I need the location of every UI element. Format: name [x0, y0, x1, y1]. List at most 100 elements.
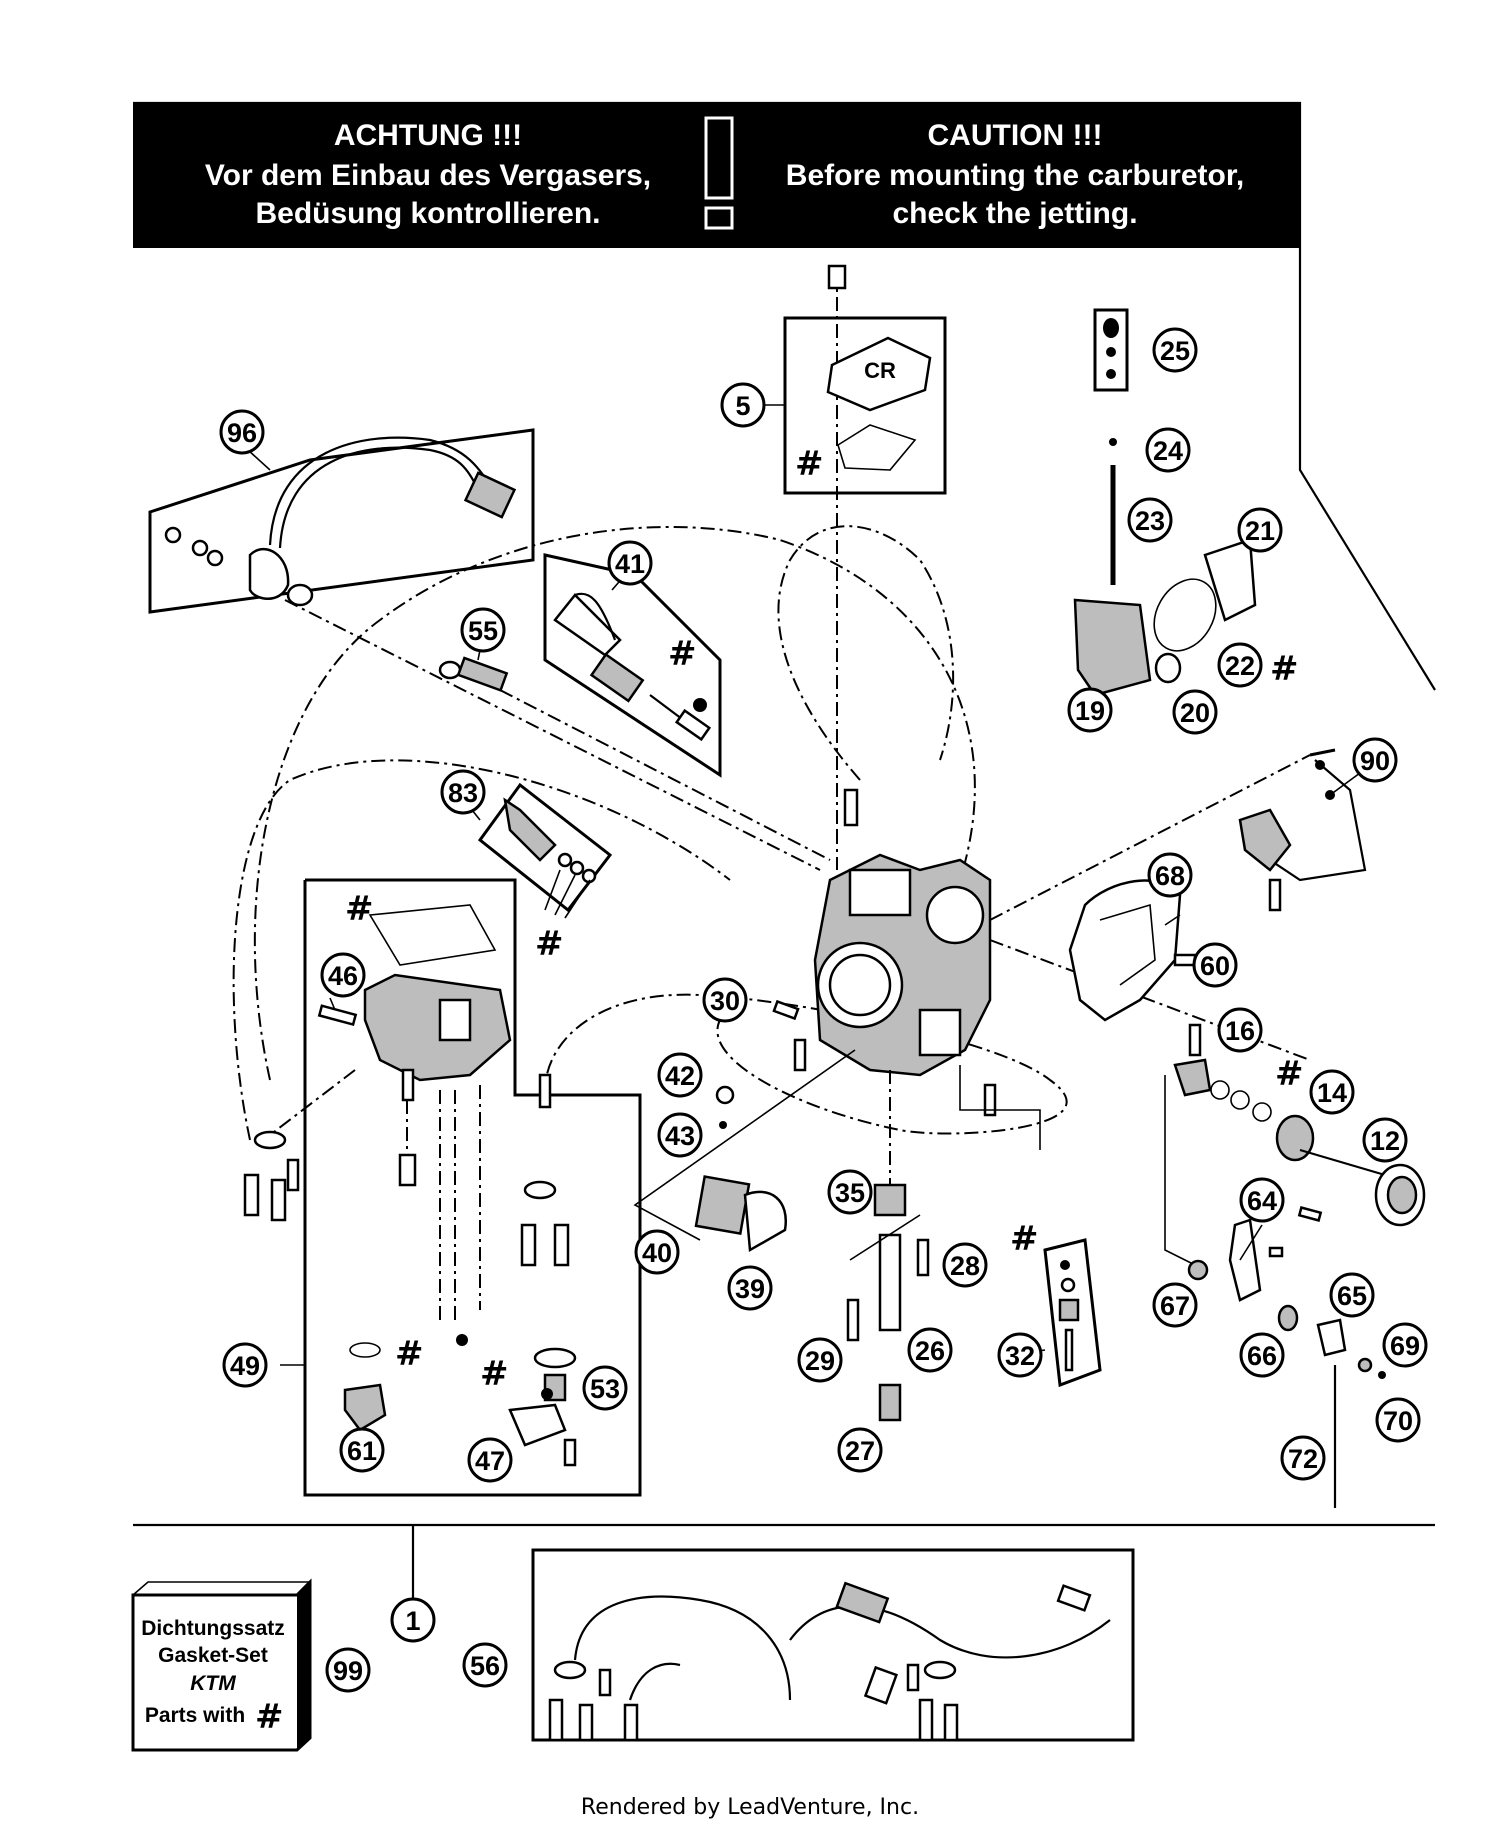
gasket-kit-line1: Dichtungssatz	[141, 1617, 285, 1640]
callout-96: 96	[219, 409, 265, 455]
svg-text:55: 55	[468, 616, 498, 646]
warning-right-line2: check the jetting.	[892, 197, 1137, 230]
svg-text:19: 19	[1075, 696, 1105, 726]
svg-text:29: 29	[805, 1346, 835, 1376]
callout-19: 19	[1067, 687, 1113, 733]
callout-61: 61	[339, 1427, 385, 1473]
slide-plate	[1203, 538, 1257, 622]
callout-30: 30	[702, 977, 748, 1023]
carburetor-body	[813, 754, 1311, 1077]
svg-text:72: 72	[1288, 1444, 1318, 1474]
choke-kit: #	[477, 782, 613, 964]
callout-47: 47	[467, 1437, 513, 1483]
callout-53: 53	[582, 1365, 628, 1411]
svg-text:41: 41	[615, 549, 645, 579]
callout-5: 5	[720, 382, 766, 428]
svg-text:43: 43	[665, 1121, 695, 1151]
callout-24: 24	[1145, 427, 1191, 473]
svg-text:56: 56	[470, 1651, 500, 1681]
callout-99: 99	[325, 1647, 371, 1693]
o-ring	[1153, 578, 1217, 652]
svg-text:67: 67	[1160, 1291, 1190, 1321]
warning-right-heading: CAUTION !!!	[928, 119, 1103, 152]
svg-text:42: 42	[665, 1061, 695, 1091]
top-cover-label: CR	[864, 358, 896, 383]
callout-20: 20	[1172, 689, 1218, 735]
gasket-mark-bowl: #	[345, 889, 374, 929]
throttle-wheel-parts: #	[1173, 1023, 1426, 1227]
svg-text:40: 40	[642, 1238, 672, 1268]
callout-26: 26	[907, 1327, 953, 1373]
gasket-mark-83: #	[535, 924, 564, 964]
svg-text:66: 66	[1247, 1341, 1277, 1371]
svg-text:26: 26	[915, 1336, 945, 1366]
svg-text:60: 60	[1200, 951, 1230, 981]
callout-23: 23	[1127, 497, 1173, 543]
idle-jet-kit: #	[543, 553, 722, 778]
svg-text:16: 16	[1225, 1016, 1255, 1046]
callout-66: 66	[1239, 1332, 1285, 1378]
warning-left-heading: ACHTUNG !!!	[334, 119, 522, 152]
callout-16: 16	[1217, 1007, 1263, 1053]
callout-67: 67	[1152, 1282, 1198, 1328]
exclamation-icon	[704, 116, 734, 230]
svg-text:12: 12	[1370, 1126, 1400, 1156]
callout-32: 32	[997, 1332, 1043, 1378]
callout-29: 29	[797, 1337, 843, 1383]
callout-14: 14	[1309, 1069, 1355, 1115]
svg-text:1: 1	[405, 1606, 420, 1636]
callout-65: 65	[1329, 1272, 1375, 1318]
svg-text:20: 20	[1180, 698, 1210, 728]
callout-40: 40	[634, 1229, 680, 1275]
hose-kit	[531, 1548, 1135, 1742]
callout-27: 27	[837, 1427, 883, 1473]
footer-credit: Rendered by LeadVenture, Inc.	[580, 1795, 920, 1820]
ktm-logo: KTM	[190, 1672, 236, 1695]
warning-left-line2: Bedüsung kontrollieren.	[255, 197, 600, 230]
gasket-kit-line3: Parts with	[145, 1704, 245, 1727]
svg-text:99: 99	[333, 1656, 363, 1686]
callout-35: 35	[827, 1169, 873, 1215]
callout-70: 70	[1375, 1397, 1421, 1443]
gasket-mark-32: #	[1010, 1219, 1039, 1259]
throttle-slide	[1073, 598, 1152, 697]
linkage-parts	[1164, 1075, 1386, 1508]
float-bowl-assembly: # # #	[303, 878, 642, 1497]
svg-text:14: 14	[1317, 1078, 1347, 1108]
callout-90: 90	[1352, 737, 1398, 783]
gasket-mark-49: #	[395, 1334, 424, 1374]
svg-text:28: 28	[950, 1251, 980, 1281]
gasket-mark-41: #	[668, 634, 697, 674]
svg-text:65: 65	[1337, 1281, 1367, 1311]
top-cover-assembly: CR #	[783, 264, 947, 840]
svg-text:21: 21	[1245, 516, 1275, 546]
svg-text:24: 24	[1153, 436, 1183, 466]
top-cover-cap	[826, 336, 932, 412]
callout-25: 25	[1152, 327, 1198, 373]
callout-22: 22	[1217, 642, 1263, 688]
callout-56: 56	[462, 1642, 508, 1688]
top-cover-screw	[827, 264, 847, 290]
svg-text:69: 69	[1390, 1331, 1420, 1361]
callout-41: 41	[607, 540, 653, 586]
callout-46: 46	[320, 952, 366, 998]
vent-hoses	[232, 525, 1068, 1141]
warning-left-line1: Vor dem Einbau des Vergasers,	[205, 159, 651, 192]
gasket-mark-22: #	[1270, 649, 1299, 689]
gasket-mark-53: #	[480, 1354, 509, 1394]
svg-text:49: 49	[230, 1351, 260, 1381]
throttle-sensor-cable	[1238, 748, 1367, 912]
svg-text:83: 83	[448, 778, 478, 808]
callout-55: 55	[460, 607, 506, 653]
callout-68: 68	[1147, 852, 1193, 898]
gasket-mark-14: #	[1275, 1054, 1304, 1094]
callout-72: 72	[1280, 1435, 1326, 1481]
leader-lines	[247, 404, 1376, 1366]
gasket-mark-5: #	[795, 444, 824, 484]
svg-text:64: 64	[1247, 1186, 1277, 1216]
needle-kit: #	[959, 1065, 1102, 1388]
warning-banner: ACHTUNG !!! Vor dem Einbau des Vergasers…	[133, 103, 1300, 248]
callout-39: 39	[727, 1265, 773, 1311]
callout-1: 1	[390, 1597, 436, 1643]
callout-69: 69	[1382, 1322, 1428, 1368]
